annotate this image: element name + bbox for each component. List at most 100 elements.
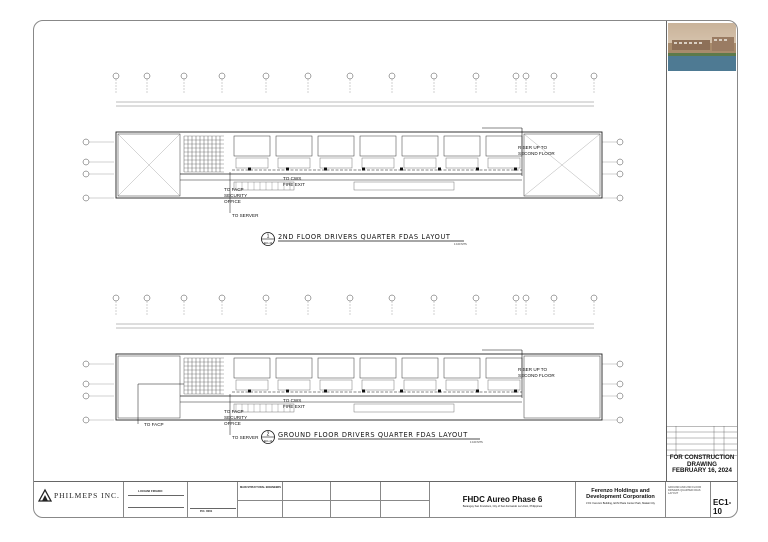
room-toilet <box>277 157 311 169</box>
note-security-1: TO FACP <box>224 187 244 192</box>
fdas-device <box>514 167 517 171</box>
room <box>317 135 355 157</box>
grid-bubble <box>180 294 188 302</box>
titleblock-client-cell: Ferenzo Holdings and Development Corpora… <box>576 482 666 517</box>
right-room <box>523 133 601 197</box>
row-bubble <box>616 194 624 202</box>
stamp-line-1: FOR CONSTRUCTION <box>669 454 735 461</box>
room <box>401 357 439 379</box>
plan-sheetref-1: EC1-10 <box>264 242 273 245</box>
room-toilet <box>235 379 269 391</box>
project-photo <box>668 23 736 71</box>
note-security-1: TO FACP <box>224 409 244 414</box>
fdas-device <box>514 389 517 393</box>
room-toilet <box>403 157 437 169</box>
grid-bubble <box>346 294 354 302</box>
plan-number-1: 1 <box>267 234 270 240</box>
room-toilet <box>445 379 479 391</box>
row-bubble <box>616 138 624 146</box>
fdas-device <box>476 167 479 171</box>
plan-title-block-2: 2 EC1-10 GROUND FLOOR DRIVERS QUARTER FD… <box>261 430 483 444</box>
room-toilet <box>361 157 395 169</box>
room <box>233 135 271 157</box>
grid-bubble <box>262 294 270 302</box>
lower-strip <box>233 403 295 413</box>
structural-header: MAIN STRUCTURAL ENGINEERS <box>240 486 282 489</box>
row-bubble <box>82 380 90 388</box>
stamp-line-2: DRAWING <box>687 460 717 468</box>
room <box>317 357 355 379</box>
grid-bubble <box>112 72 120 80</box>
fdas-device <box>400 167 403 171</box>
row-bubble <box>82 158 90 166</box>
room <box>275 357 313 379</box>
room <box>359 357 397 379</box>
room <box>443 135 481 157</box>
sheet-number: EC1-10 <box>713 498 732 516</box>
note-server: TO SERVER <box>232 213 259 218</box>
row-bubble <box>82 138 90 146</box>
side-panel <box>666 21 737 481</box>
building-outline <box>115 131 603 199</box>
client-name-2: Development Corporation <box>586 494 655 500</box>
fdas-device <box>362 167 365 171</box>
row-bubble <box>616 392 624 400</box>
fdas-device <box>248 389 251 393</box>
left-room <box>117 133 181 197</box>
client-address: 3 Flr. Ferenzo Building, ECN Plaza Cente… <box>586 502 655 505</box>
note-security-3: OFFICE <box>224 421 241 426</box>
grid-bubble <box>112 294 120 302</box>
company-name: PHILMEPS INC. <box>54 491 120 500</box>
room-toilet <box>235 157 269 169</box>
grid-bubble <box>512 72 520 80</box>
fdas-device <box>324 167 327 171</box>
titleblock-project-cell: FHDC Aureo Phase 6 Barangay San Francisc… <box>430 482 576 517</box>
room-toilet <box>403 379 437 391</box>
note-security-2: SECURITY <box>224 193 247 198</box>
grid-bubble <box>180 72 188 80</box>
note-fire-exit-1: TO CWS <box>283 176 301 181</box>
grid-bubble <box>522 294 530 302</box>
grid-bubble <box>590 72 598 80</box>
row-bubble <box>616 170 624 178</box>
fdas-device <box>476 389 479 393</box>
note-riser-1: RISER UP TO <box>518 145 548 150</box>
grid-bubble <box>472 294 480 302</box>
fdas-device <box>286 389 289 393</box>
sheet-title: GROUND AND 2ND FLOOR DRIVERS QUARTER FDA… <box>668 486 702 496</box>
title-block: PHILMEPS INC. LUCIANI FIRADO P.O. 0001 M… <box>34 481 737 517</box>
void-diagonal <box>523 133 601 197</box>
grid-bubble <box>388 294 396 302</box>
plan-title-2: GROUND FLOOR DRIVERS QUARTER FDAS LAYOUT <box>278 431 468 439</box>
grid-bubble <box>388 72 396 80</box>
room <box>443 357 481 379</box>
room-toilet <box>277 379 311 391</box>
left-room <box>117 355 181 419</box>
stamp-line-3: FEBRUARY 16, 2024 <box>672 467 732 475</box>
note-riser-1: RISER UP TO <box>518 367 548 372</box>
note-fire-exit-2: FIRE EXIT <box>283 182 305 187</box>
row-bubble <box>616 360 624 368</box>
company-logo-icon <box>37 488 53 502</box>
fdas-device <box>286 167 289 171</box>
construction-stamp: FOR CONSTRUCTION DRAWING FEBRUARY 16, 20… <box>666 454 737 475</box>
grid-bubble <box>304 72 312 80</box>
plan-number-2: 2 <box>267 432 270 438</box>
room-toilet <box>445 157 479 169</box>
note-fire-exit-1: TO CWS <box>283 398 301 403</box>
grid-bubble <box>472 72 480 80</box>
room-toilet <box>319 157 353 169</box>
plan-scale-1: 1:100 MTS <box>454 242 467 246</box>
grid-bubble <box>550 294 558 302</box>
note-server: TO SERVER <box>232 435 259 440</box>
grid-bubble <box>430 72 438 80</box>
row-bubble <box>616 416 624 424</box>
lower-strip <box>353 181 455 191</box>
fdas-device <box>438 389 441 393</box>
room-toilet <box>319 379 353 391</box>
grid-bubble <box>430 294 438 302</box>
fdas-device <box>400 389 403 393</box>
